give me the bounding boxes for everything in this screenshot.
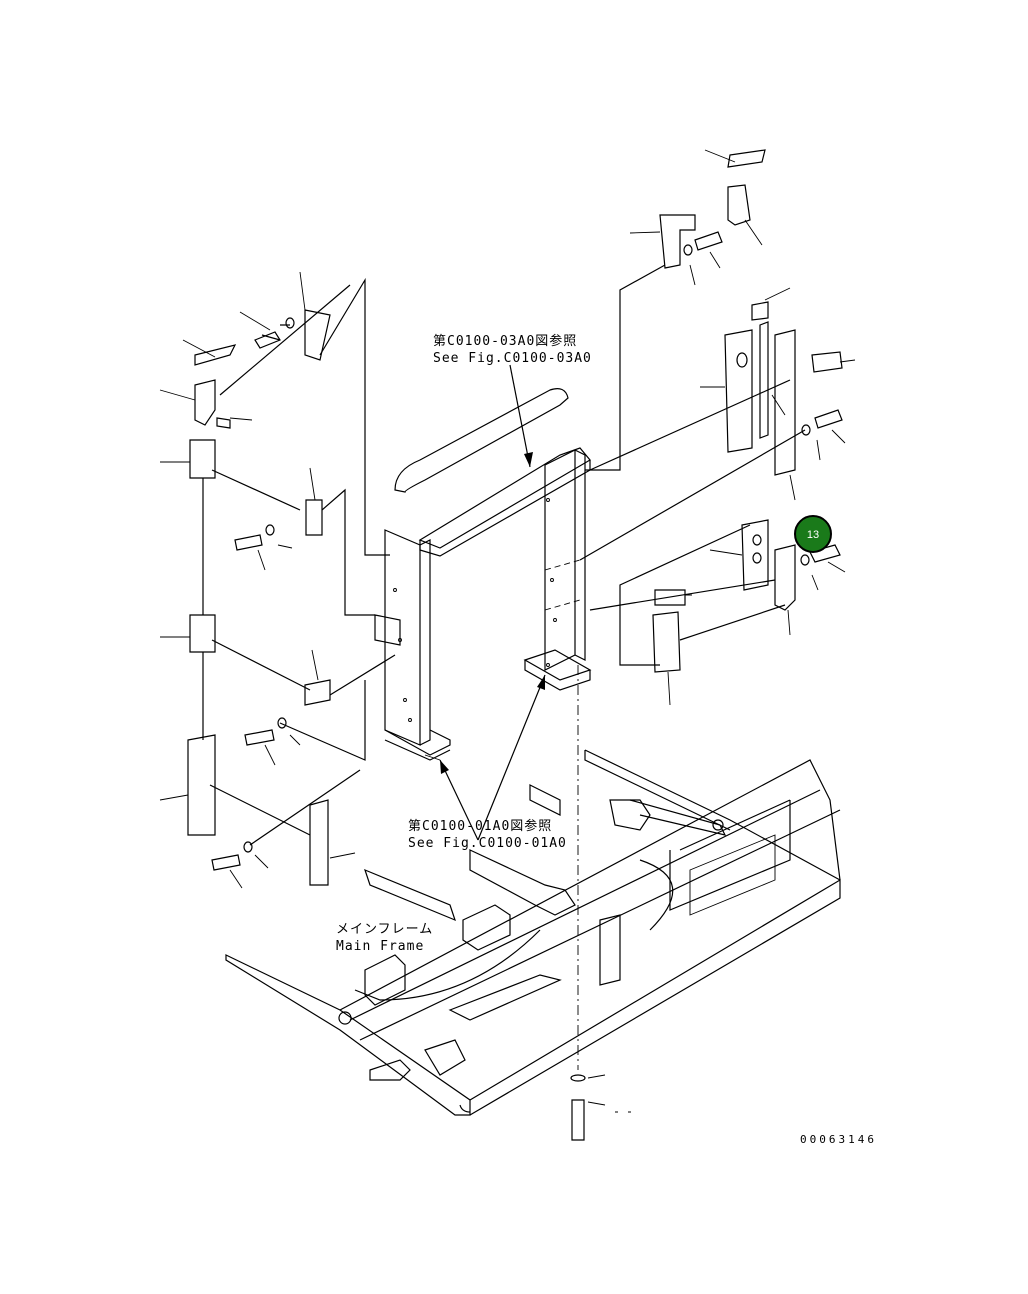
document-number: 00063146 (800, 1133, 877, 1146)
bottom-bolt-drawing (570, 665, 631, 1141)
reference-label-upper: 第C0100-03A0図参照 See Fig.C0100-03A0 (433, 333, 592, 366)
ref-upper-en: See Fig.C0100-03A0 (433, 351, 592, 366)
right-parts-drawing (579, 149, 856, 706)
ref-lower-en: See Fig.C0100-01A0 (408, 836, 567, 851)
ref-lower-jp: 第C0100-01A0図参照 (408, 818, 552, 834)
center-frame-drawing (374, 388, 592, 761)
part-callout-13[interactable]: 13 (794, 515, 832, 553)
main-frame-label: メインフレーム Main Frame (336, 922, 433, 954)
callout-circle[interactable] (794, 515, 832, 553)
reference-label-lower: 第C0100-01A0図参照 See Fig.C0100-01A0 (408, 818, 567, 851)
main-frame-jp: メインフレーム (336, 922, 433, 937)
main-frame-drawing (225, 749, 841, 1116)
ref-upper-jp: 第C0100-03A0図参照 (433, 333, 577, 349)
main-frame-en: Main Frame (336, 939, 424, 954)
callout-number[interactable]: 13 (807, 529, 819, 541)
reference-arrows (424, 364, 546, 841)
left-parts-drawing (159, 271, 396, 889)
